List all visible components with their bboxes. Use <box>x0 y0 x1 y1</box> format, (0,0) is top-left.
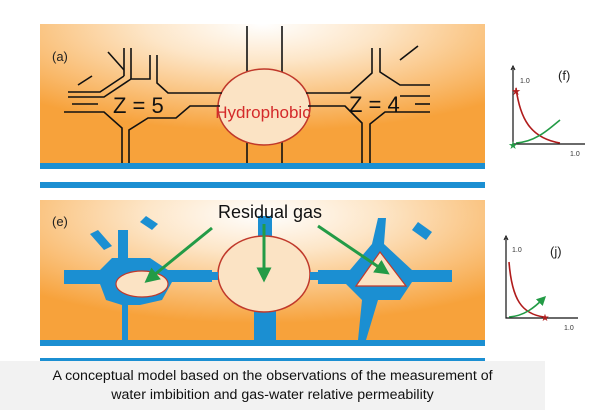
pore-network-z4 <box>322 45 430 163</box>
hydrophobic-pore-body <box>217 68 311 146</box>
coordination-z4-label: Z = 4 <box>349 92 400 117</box>
inset-j-label: (j) <box>550 244 562 259</box>
panel-e-label: (e) <box>52 214 68 229</box>
inset-j-x-tick: 1.0 <box>564 325 574 332</box>
inset-j-relperm-plot: ★ 1.0 1.0 (j) <box>503 234 578 332</box>
inset-f-red-curve <box>515 87 561 144</box>
residual-gas-bubble-left <box>115 270 169 298</box>
inset-f-green-curve <box>515 119 561 144</box>
inset-j-axes <box>505 238 578 319</box>
caption-line-2: water imbibition and gas-water relative … <box>111 387 434 403</box>
inset-j-red-curve <box>508 261 545 318</box>
caption-box: A conceptual model based on the observat… <box>0 361 545 410</box>
inset-f-y-tick: 1.0 <box>520 78 530 85</box>
inset-f-label: (f) <box>558 68 570 83</box>
pore-network-z5 <box>64 48 210 163</box>
hydrophobic-pore <box>246 26 283 163</box>
inset-f-red-star: ★ <box>511 85 521 98</box>
inset-j-green-curve <box>508 295 547 318</box>
caption-line-1: A conceptual model based on the observat… <box>52 368 493 384</box>
residual-gas-arrows <box>144 224 390 283</box>
inset-f-axes <box>512 68 585 145</box>
panel-e: (e) Residual gas <box>40 200 485 363</box>
inset-j-red-star: ★ <box>541 313 550 324</box>
residual-gas-label: Residual gas <box>218 202 322 222</box>
inset-f-relperm-plot: ★ ★ 1.0 1.0 (f) <box>508 64 585 158</box>
panel-a: (a) Z = 5 Z = 4 Hydrophobic <box>40 24 485 188</box>
inset-f-green-star: ★ <box>508 139 518 152</box>
coordination-z5-label: Z = 5 <box>113 93 164 118</box>
inset-j-y-tick: 1.0 <box>512 247 522 254</box>
panel-a-label: (a) <box>52 49 68 64</box>
inset-f-x-tick: 1.0 <box>570 151 580 158</box>
hydrophobic-label: Hydrophobic <box>215 103 311 122</box>
